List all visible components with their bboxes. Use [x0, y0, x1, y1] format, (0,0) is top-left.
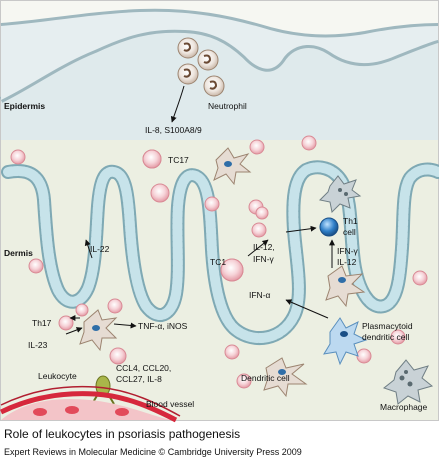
- tc1-cell: [220, 258, 244, 282]
- label-il23: IL-23: [28, 340, 48, 350]
- label-il22: IL-22: [90, 244, 110, 254]
- label-il12-ifng-a: IL-12,: [253, 242, 275, 252]
- dendritic-cells: [79, 147, 366, 398]
- label-ifng-il12-a: IFN-γ: [337, 246, 359, 256]
- label-neutrophil: Neutrophil: [208, 101, 247, 111]
- label-ccl-a: CCL4, CCL20,: [116, 363, 171, 373]
- label-epidermis: Epidermis: [4, 101, 45, 111]
- arrows: [65, 85, 335, 335]
- neutrophil-cluster: [177, 37, 225, 97]
- label-th1-b: cell: [343, 227, 356, 237]
- label-tc1: TC1: [210, 257, 226, 267]
- caption-credit: Expert Reviews in Molecular Medicine © C…: [4, 447, 302, 457]
- label-leukocyte: Leukocyte: [38, 371, 77, 381]
- label-il12-ifng-b: IFN-γ: [253, 254, 275, 264]
- th17-cell-2: [75, 303, 89, 317]
- label-ifng-il12-b: IL-12: [337, 257, 357, 267]
- label-tnfa-inos: TNF-α, iNOS: [138, 321, 188, 331]
- label-plasmacytoid-a: Plasmacytoid: [362, 321, 413, 331]
- figure-caption: Role of leukocytes in psoriasis pathogen…: [4, 427, 434, 458]
- macrophage-upper: [318, 175, 362, 214]
- label-th1-a: Th1: [343, 216, 358, 226]
- label-il8-s100: IL-8, S100A8/9: [145, 125, 202, 135]
- label-plasmacytoid-b: dendritic cell: [362, 332, 409, 342]
- label-dendritic: Dendritic cell: [241, 373, 290, 383]
- label-macrophage: Macrophage: [380, 402, 428, 412]
- label-dermis: Dermis: [4, 248, 33, 258]
- caption-title: Role of leukocytes in psoriasis pathogen…: [4, 427, 241, 441]
- label-tc17: TC17: [168, 155, 189, 165]
- label-ifna: IFN-α: [249, 290, 271, 300]
- macrophage: [382, 359, 434, 405]
- tc17-cell: [142, 149, 162, 169]
- plasmacytoid-dc: [323, 317, 368, 366]
- label-blood-vessel: Blood vessel: [146, 399, 194, 409]
- label-ccl-b: CCL27, IL-8: [116, 374, 162, 384]
- blood-vessel: [0, 385, 181, 423]
- th1-cell: [319, 217, 339, 237]
- label-th17: Th17: [32, 318, 52, 328]
- epidermis-upper-fill: [1, 11, 438, 101]
